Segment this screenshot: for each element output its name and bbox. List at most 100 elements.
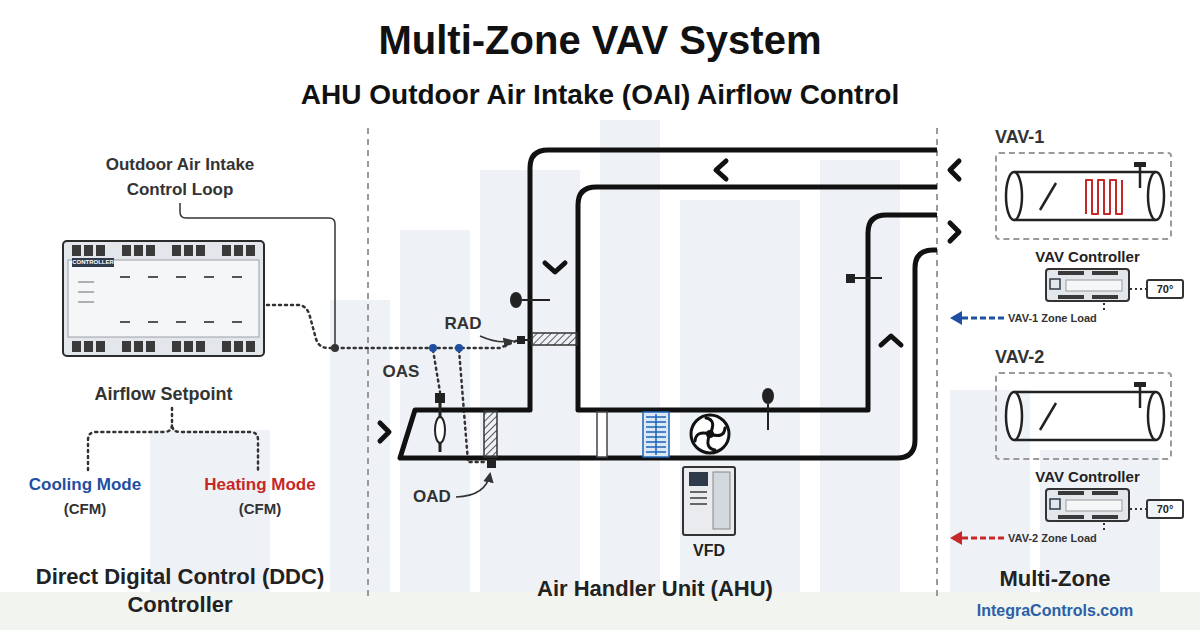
annotation-label: AHU Outdoor Air Intake (OAI) Airflow Con… [100,78,1100,112]
sensor-probe [767,404,769,430]
bracket [88,424,258,470]
signal-arrow-head [950,311,962,325]
flow-chevron [950,223,959,241]
junction-dot [331,344,339,352]
status-marks [78,282,94,302]
vfd-body [682,466,736,536]
ahu-casing [400,150,937,458]
vfd-keys [690,492,707,504]
thermostat: 70° [1146,499,1184,519]
duct-end [1148,172,1164,220]
thermostat: 70° [1146,279,1184,299]
vfd-panel [713,472,730,529]
filter [597,412,607,457]
junction-dot [455,344,463,352]
air-sensor [762,388,774,404]
coil-tubes [646,414,666,455]
flow-chevron [881,336,901,345]
building [820,160,900,630]
controller-body [62,240,265,357]
annotation-label: CONTROLLER [72,258,114,267]
signal-arrow [962,317,1004,320]
controller-panel [1066,280,1122,291]
annotation-label: Outdoor Air Intake Control Loop [90,152,270,202]
junction-dot [429,344,437,352]
annotation-label: Air Handler Unit (AHU) [455,575,855,603]
fan-hub [706,430,714,438]
vfd-screen [689,472,708,486]
bracket [171,408,174,424]
flow-chevron [716,161,726,179]
annotation-label: (CFM) [185,499,335,519]
airflow-station-head [435,393,445,403]
control-wire [433,350,440,392]
callout-arrow [480,336,512,342]
fan-blades [695,418,725,450]
vav-terminal [950,162,1164,325]
node-label: VAV-2 [995,346,1044,368]
annotation-label: OAD [408,486,456,508]
air-sensor [1134,382,1146,387]
flow-chevron [545,263,565,272]
vav-terminal [950,382,1164,545]
vav-damper [1040,183,1056,210]
control-wire [459,350,486,462]
controller-body [1045,268,1130,302]
return-air-damper [532,333,577,345]
node-label: Airflow Setpoint [34,383,293,405]
vfd-unit: VFD [682,466,736,536]
leader-line [1103,523,1105,530]
vav-duct [1014,172,1156,220]
duct-end [1006,172,1022,220]
building [600,120,660,630]
annotation-label: IntegraControls.com [955,601,1155,621]
node-label: 70° [1148,281,1182,297]
cooling-coil [643,412,669,457]
annotation-label: Heating Mode [185,474,335,496]
building [330,300,390,630]
node-label: VAV Controller [1007,468,1168,486]
skyline-backdrop [0,120,1200,630]
air-sensor [846,274,855,283]
name-plate [72,258,114,267]
controller-panel [68,260,259,337]
dotted-connector [1130,288,1146,290]
air-sensor [510,292,522,308]
annotation-label: OAS [378,361,424,383]
annotation-label: VAV-1 Zone Load [1008,311,1128,325]
ddc-controller: Airflow Setpoint [62,240,265,357]
sensor-probe [1139,165,1142,188]
sensor-probe [1139,385,1142,408]
flow-chevron [950,161,959,179]
supply-fan [691,415,729,453]
vav-duct [1014,392,1156,440]
node-label: VAV Controller [1007,248,1168,266]
ahu-casing [578,187,937,410]
vav-damper [1040,403,1056,430]
annotation-label: (CFM) [10,499,160,519]
building [680,200,800,630]
controller-panel [1066,500,1122,511]
controller-screen [1050,499,1060,509]
dotted-connector [1130,508,1146,510]
signal-arrow [962,537,1004,540]
led-marks [120,277,242,322]
annotation-label: Direct Digital Control (DDC) Controller [15,563,345,619]
vav-controller: VAV Controller [1045,488,1130,522]
sensor-probe [855,277,882,279]
node-label: VAV-1 [995,126,1044,148]
outdoor-air-damper [484,411,497,457]
node-label: 70° [1148,501,1182,517]
diagram-title: Multi-Zone VAV System [0,16,1200,64]
airflow-station [435,417,445,443]
section-divider [367,128,369,600]
damper-actuator [517,336,525,344]
vav-box: VAV-2 [995,372,1172,460]
air-sensor [1134,162,1146,167]
reheat-coil [1086,180,1122,214]
leader-line [1103,303,1105,310]
sensor-probe [522,299,550,301]
annotation-label: VAV-2 Zone Load [1008,531,1128,545]
annotation-label: RAD [440,313,486,335]
control-wire [267,305,518,348]
